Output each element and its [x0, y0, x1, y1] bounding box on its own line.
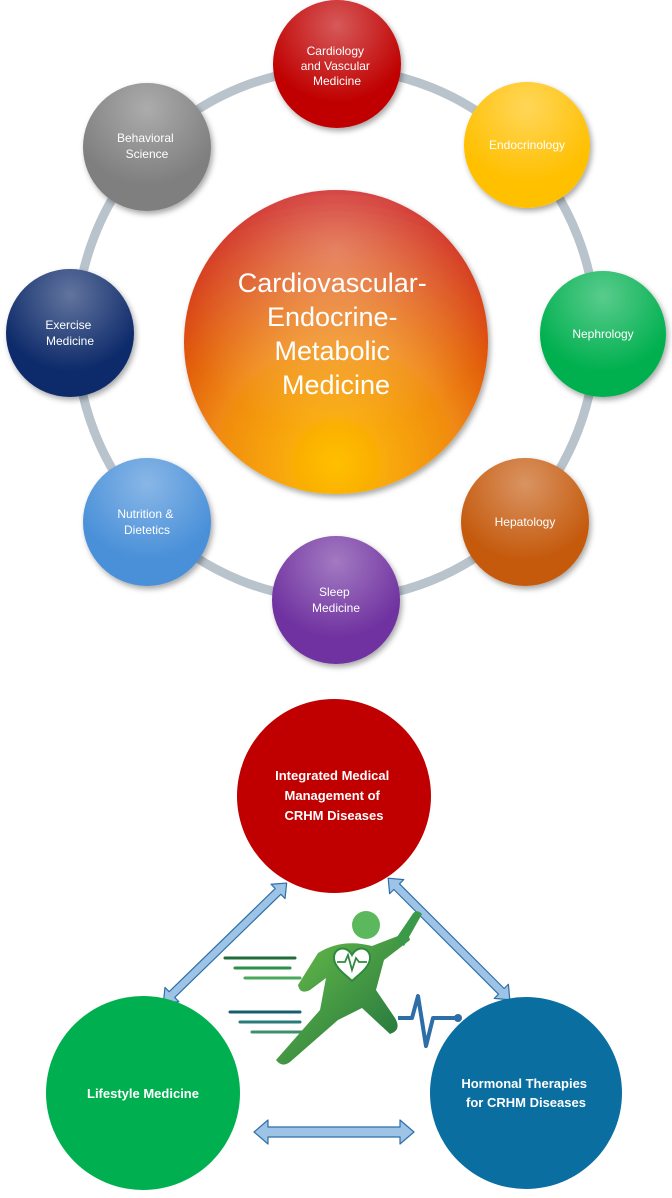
satellite-label-line: Cardiology [307, 44, 364, 58]
node-label: Hormonal Therapies for CRHM Diseases [461, 1076, 590, 1110]
node-label-line: Lifestyle Medicine [87, 1086, 199, 1101]
center-label-line: Metabolic [274, 336, 390, 366]
double-arrow-shape [162, 882, 288, 1004]
center-label-line: Medicine [282, 370, 390, 400]
arrow-integrated-lifestyle [162, 882, 288, 1004]
satellite-endocrinology: Endocrinology [464, 82, 590, 208]
node-lifestyle-medicine: Lifestyle Medicine [46, 996, 240, 1190]
node-label-line: for CRHM Diseases [466, 1095, 586, 1110]
node-hormonal-therapies: Hormonal Therapies for CRHM Diseases [430, 997, 622, 1189]
satellite-label: Nephrology [572, 327, 633, 341]
center-label-line: Cardiovascular- [238, 268, 427, 298]
satellite-label-line: Sleep [319, 585, 350, 599]
satellite-label-line: Medicine [312, 601, 360, 615]
arrow-lifestyle-hormonal [253, 1119, 415, 1145]
satellite-cardiology: Cardiology and Vascular Medicine [273, 0, 401, 128]
node-circle [430, 997, 622, 1189]
satellite-label-line: Hepatology [495, 515, 556, 529]
runner-arm [395, 911, 422, 946]
satellite-label-line: Science [126, 147, 169, 161]
runner-body [276, 933, 410, 1065]
satellite-gloss [273, 0, 401, 128]
satellite-sleep: Sleep Medicine [272, 536, 400, 664]
center-node: Cardiovascular- Endocrine- Metabolic Med… [184, 190, 488, 494]
satellite-behavioral: Behavioral Science [83, 83, 211, 211]
satellite-exercise: Exercise Medicine [6, 269, 134, 397]
heart-icon [332, 947, 372, 983]
speed-lines [223, 956, 307, 1034]
satellite-gloss [83, 83, 211, 211]
satellite-label-line: Nutrition & [117, 507, 173, 521]
center-gloss [184, 190, 488, 494]
node-label-line: Management of [285, 788, 381, 803]
satellite-label-line: Dietetics [124, 523, 170, 537]
satellite-label: Nutrition & Dietetics [117, 507, 176, 537]
ecg-dot [454, 1014, 462, 1022]
node-circle [46, 996, 240, 1190]
node-label: Lifestyle Medicine [87, 1086, 199, 1101]
satellite-label-line: Behavioral [117, 131, 174, 145]
satellite-label-line: Medicine [46, 334, 94, 348]
satellite-gloss [464, 82, 590, 208]
satellite-label: Endocrinology [489, 138, 565, 152]
node-integrated-management: Integrated Medical Management of CRHM Di… [237, 699, 431, 893]
satellite-label-line: Exercise [45, 318, 91, 332]
satellite-label: Exercise Medicine [45, 318, 94, 348]
satellite-nephrology: Nephrology [540, 271, 666, 397]
satellite-label: Hepatology [495, 515, 556, 529]
runner-head [352, 911, 380, 939]
satellite-label: Cardiology and Vascular Medicine [301, 44, 374, 88]
ecg-trace [398, 994, 455, 1048]
node-label-line: Hormonal Therapies [461, 1076, 587, 1091]
satellite-hepatology: Hepatology [461, 458, 589, 586]
node-label-line: Integrated Medical [275, 768, 389, 783]
satellite-gloss [461, 458, 589, 586]
center-label: Cardiovascular- Endocrine- Metabolic Med… [238, 268, 435, 400]
center-label-line: Endocrine- [267, 302, 398, 332]
satellite-label: Sleep Medicine [312, 585, 360, 615]
satellite-label-line: Medicine [313, 74, 361, 88]
satellite-gloss [540, 271, 666, 397]
satellite-gloss [272, 536, 400, 664]
running-person-heart-icon [223, 911, 462, 1065]
satellite-gloss [6, 269, 134, 397]
satellite-label-line: Nephrology [572, 327, 633, 341]
satellite-nutrition: Nutrition & Dietetics [83, 458, 211, 586]
satellite-label-line: Endocrinology [489, 138, 565, 152]
double-arrow-shape [253, 1119, 415, 1145]
satellite-label: Behavioral Science [117, 131, 177, 161]
heart-pulse-line [337, 952, 367, 974]
node-circle [237, 699, 431, 893]
satellite-label-line: and Vascular [301, 59, 370, 73]
node-label-line: CRHM Diseases [285, 808, 384, 823]
node-label: Integrated Medical Management of CRHM Di… [275, 768, 393, 823]
satellite-gloss [83, 458, 211, 586]
